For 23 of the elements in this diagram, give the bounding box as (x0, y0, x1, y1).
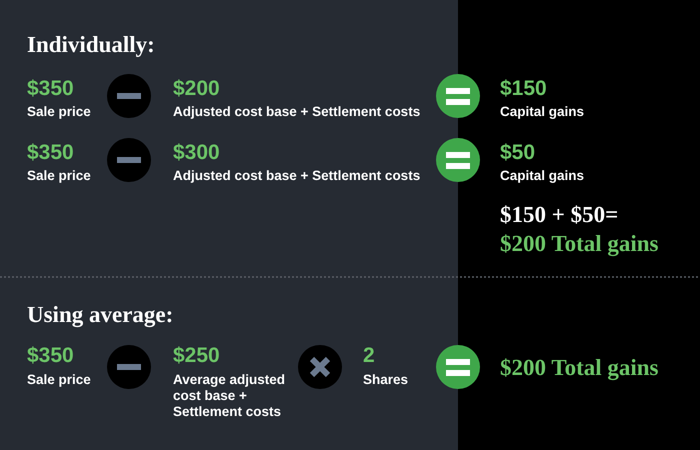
amount-value: $150 (500, 77, 547, 101)
amount-value: $300 (173, 141, 220, 165)
amount-caption: Adjusted cost base + Settlement costs (173, 104, 420, 120)
section-heading: Using average: (27, 302, 174, 328)
amount-caption: Capital gains (500, 168, 584, 184)
amount-value: $350 (27, 77, 74, 101)
amount-caption: Capital gains (500, 104, 584, 120)
amount-value: $200 (173, 77, 220, 101)
amount-value: $350 (27, 141, 74, 165)
section-heading: Individually: (27, 32, 155, 58)
amount-value: $250 (173, 344, 220, 368)
amount-caption: Adjusted cost base + Settlement costs (173, 168, 420, 184)
amount-caption: Sale price (27, 168, 91, 184)
amount-value: $350 (27, 344, 74, 368)
total-gains-text: $200 Total gains (500, 231, 658, 257)
amount-value: $50 (500, 141, 536, 165)
amount-value: 2 (363, 344, 375, 368)
sum-expression: $150 + $50= (500, 202, 618, 228)
amount-caption: Sale price (27, 104, 91, 120)
total-gains-text: $200 Total gains (500, 355, 658, 381)
amount-caption: Sale price (27, 372, 91, 388)
amount-caption: Average adjusted cost base + Settlement costs (173, 372, 286, 420)
amount-caption: Shares (363, 372, 408, 388)
